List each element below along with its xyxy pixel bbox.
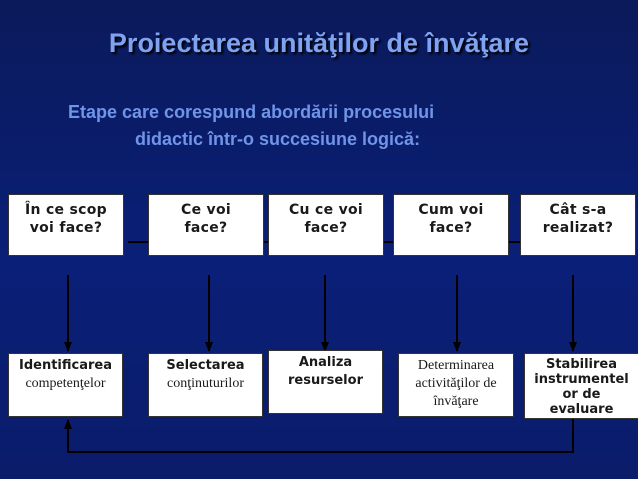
result-4-line-3: învăţare bbox=[433, 394, 479, 409]
result-5-line-2: instrumentel bbox=[534, 372, 629, 387]
question-box-2: Ce voi face? bbox=[148, 194, 264, 256]
question-box-5: Cât s-a realizat? bbox=[520, 194, 636, 256]
slide-subtitle: Etape care corespund abordării procesulu… bbox=[68, 99, 588, 153]
result-box-1: Identificarea competenţelor bbox=[8, 353, 123, 417]
question-box-4: Cum voi face? bbox=[393, 194, 509, 256]
question-5-line-1: Cât s-a bbox=[549, 202, 607, 218]
feedback-loop-line bbox=[64, 419, 574, 453]
question-3-line-2: face? bbox=[304, 220, 348, 236]
result-5-line-3: or de bbox=[562, 387, 601, 402]
question-4-line-1: Cum voi bbox=[418, 202, 484, 218]
subtitle-line-2: didactic într-o succesiune logică: bbox=[135, 129, 421, 149]
result-box-2: Selectarea conţinuturilor bbox=[148, 353, 263, 417]
result-5-line-4: evaluare bbox=[549, 402, 614, 417]
result-1-line-1: Identificarea bbox=[19, 358, 112, 373]
result-box-5: Stabilirea instrumentel or de evaluare bbox=[524, 353, 638, 419]
question-1-line-1: În ce scop bbox=[25, 202, 107, 218]
result-4-line-2: activităţilor de bbox=[415, 376, 497, 391]
result-2-line-2: conţinuturilor bbox=[167, 376, 244, 391]
question-2-line-1: Ce voi bbox=[181, 202, 231, 218]
question-2-line-2: face? bbox=[184, 220, 228, 236]
question-5-line-2: realizat? bbox=[542, 220, 614, 236]
question-4-line-2: face? bbox=[429, 220, 473, 236]
subtitle-line-1: Etape care corespund abordării procesulu… bbox=[68, 102, 435, 122]
result-3-line-1: Analiza bbox=[298, 355, 353, 370]
result-5-line-1: Stabilirea bbox=[545, 357, 618, 372]
question-box-1: În ce scop voi face? bbox=[8, 194, 124, 256]
result-4-line-1: Determinarea bbox=[417, 358, 495, 373]
question-box-3: Cu ce voi face? bbox=[268, 194, 384, 256]
result-1-line-2: competenţelor bbox=[25, 376, 106, 391]
question-1-line-2: voi face? bbox=[29, 220, 103, 236]
result-3-line-2: resurselor bbox=[288, 373, 363, 388]
slide-title: Proiectarea unităţilor de învăţare bbox=[108, 28, 530, 58]
result-box-4: Determinarea activităţilor de învăţare bbox=[398, 353, 514, 417]
result-box-3: Analiza resurselor bbox=[268, 350, 383, 414]
question-3-line-1: Cu ce voi bbox=[288, 202, 364, 218]
result-2-line-1: Selectarea bbox=[166, 358, 245, 373]
